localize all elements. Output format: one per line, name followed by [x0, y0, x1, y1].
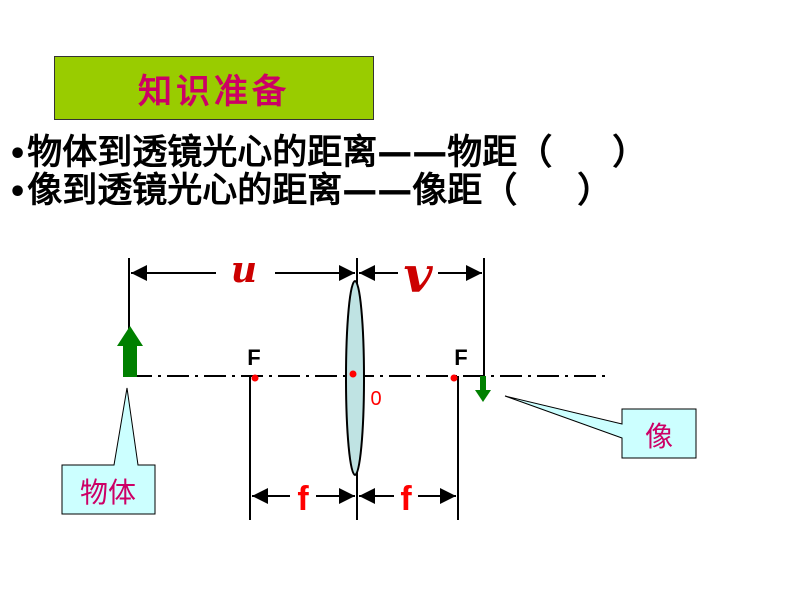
optical-center-label: 0	[370, 388, 381, 410]
definition-image-distance: •像到透镜光心的距离——像距（ ）	[8, 162, 612, 213]
paren-open: （	[517, 132, 553, 173]
bullet: •	[8, 137, 28, 172]
optical-center-dot	[349, 370, 357, 378]
u-label: u	[231, 249, 257, 291]
object-callout-text: 物体	[80, 476, 136, 509]
focal-point-right-dot	[450, 374, 458, 382]
v-label: v	[403, 245, 433, 304]
convex-lens	[345, 280, 365, 476]
paren-close: ）	[612, 132, 648, 173]
focal-point-right-label: F	[454, 345, 467, 370]
focal-length-left-label: f	[297, 480, 309, 518]
image-callout	[504, 395, 697, 459]
focal-point-left-dot	[251, 374, 259, 382]
paren-open: （	[482, 170, 518, 211]
image-callout-text: 像	[645, 420, 673, 453]
focal-point-left-label: F	[247, 345, 260, 370]
definition-text: 物体到透镜光心的距离——物距	[27, 133, 518, 173]
image-arrow	[475, 376, 491, 402]
paren-close: ）	[577, 170, 613, 211]
definition-text: 像到透镜光心的距离——像距	[27, 171, 483, 211]
focal-length-right-label: f	[400, 480, 412, 518]
title-text: 知识准备	[138, 71, 290, 112]
object-callout	[61, 387, 156, 515]
title-box: 知识准备	[54, 56, 374, 120]
bullet: •	[8, 175, 28, 210]
definition-object-distance: •物体到透镜光心的距离——物距（ ）	[8, 124, 647, 175]
object-arrow	[117, 326, 143, 377]
